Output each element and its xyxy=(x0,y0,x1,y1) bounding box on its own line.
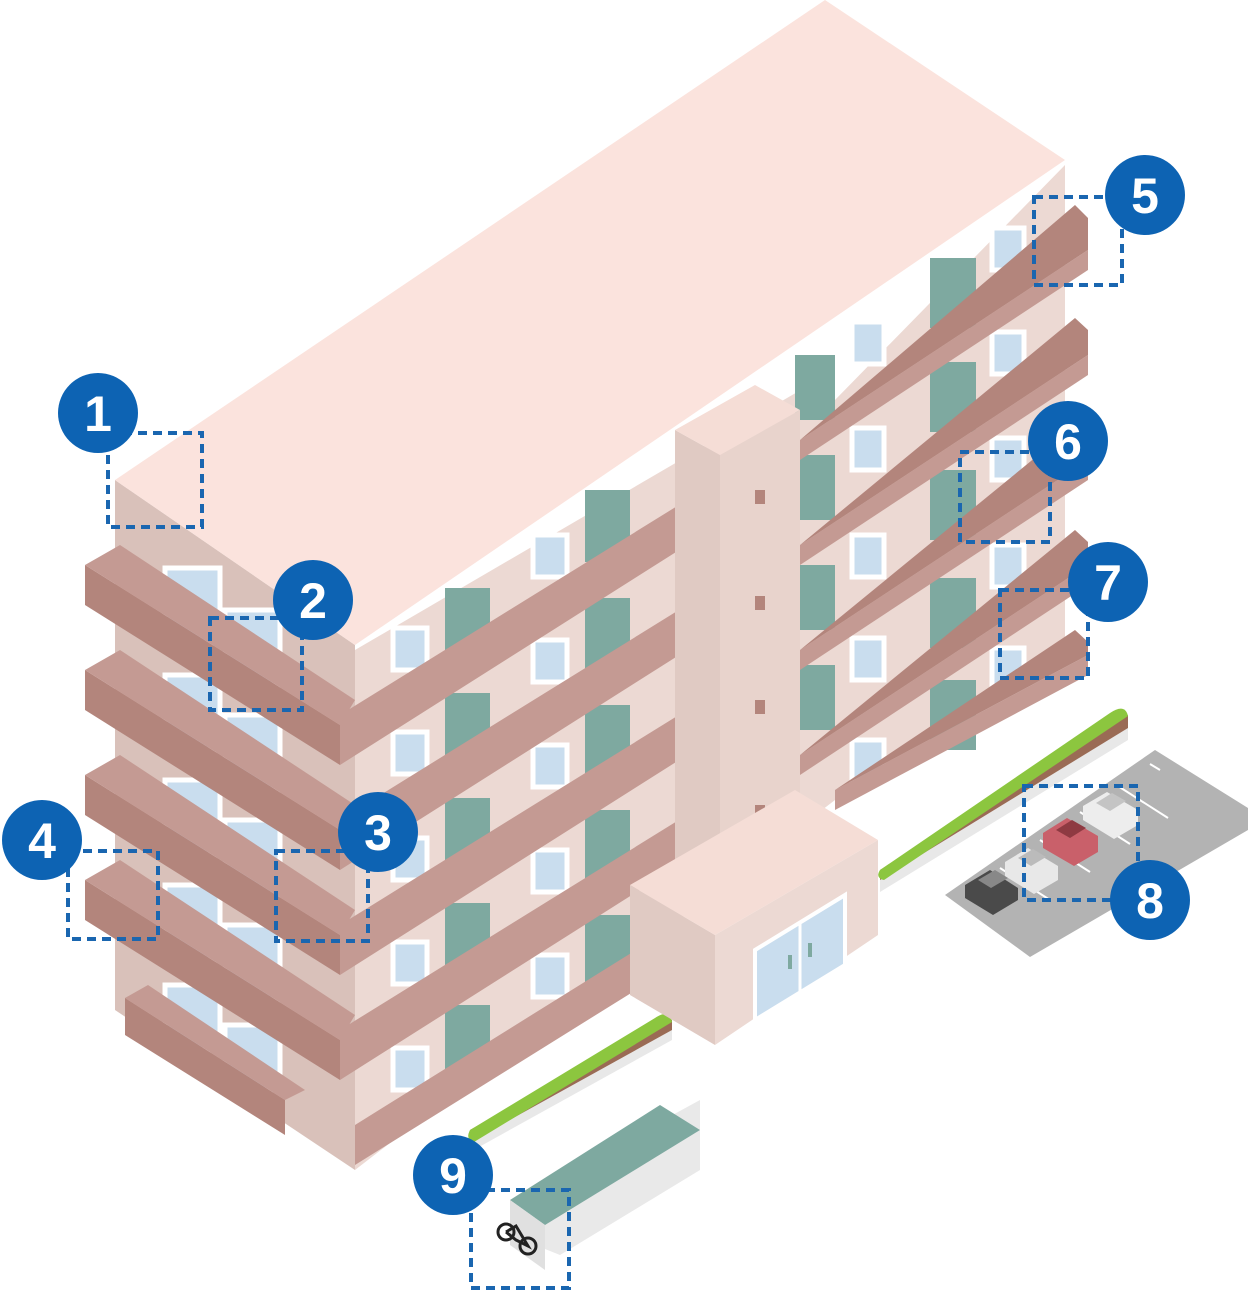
car-icon xyxy=(965,870,1018,915)
marker-1: 1 xyxy=(58,373,138,453)
marker-6: 6 xyxy=(1028,401,1108,481)
svg-text:7: 7 xyxy=(1094,555,1122,611)
left-end-balconies xyxy=(85,545,355,1135)
highlight-box-8 xyxy=(1022,784,1140,902)
svg-text:2: 2 xyxy=(299,573,327,629)
highlight-boxes xyxy=(66,195,1140,1290)
marker-4: 4 xyxy=(2,800,82,880)
marker-2: 2 xyxy=(273,560,353,640)
car-icon xyxy=(1083,792,1138,839)
apartment-building xyxy=(85,0,1088,1170)
stair-tower xyxy=(675,385,800,885)
svg-text:8: 8 xyxy=(1136,873,1164,929)
hedge-right xyxy=(878,708,1128,892)
front-facade xyxy=(340,490,695,1165)
svg-text:3: 3 xyxy=(364,805,392,861)
entrance xyxy=(630,790,878,1045)
highlight-box-4 xyxy=(66,849,160,941)
svg-text:4: 4 xyxy=(28,813,56,869)
bicycle-shed xyxy=(496,1100,700,1270)
right-side-facade xyxy=(795,205,1088,810)
hedge-left xyxy=(468,1013,672,1152)
parking-lot xyxy=(945,750,1248,957)
marker-8: 8 xyxy=(1110,860,1190,940)
bicycle-icon xyxy=(496,1222,538,1256)
highlight-box-9 xyxy=(469,1188,571,1290)
svg-text:9: 9 xyxy=(439,1148,467,1204)
highlight-box-5 xyxy=(1032,195,1124,287)
marker-5: 5 xyxy=(1105,155,1185,235)
highlight-box-6 xyxy=(958,450,1052,544)
svg-text:6: 6 xyxy=(1054,414,1082,470)
svg-text:1: 1 xyxy=(84,386,112,442)
highlight-box-1 xyxy=(106,431,204,529)
highlight-box-3 xyxy=(274,849,370,943)
car-icon xyxy=(1043,818,1098,866)
marker-3: 3 xyxy=(338,792,418,872)
markers: 1 2 3 4 5 6 7 8 xyxy=(2,155,1190,1215)
marker-9: 9 xyxy=(413,1135,493,1215)
marker-7: 7 xyxy=(1068,542,1148,622)
svg-text:5: 5 xyxy=(1131,168,1159,224)
highlight-box-2 xyxy=(208,616,304,712)
highlight-box-7 xyxy=(998,588,1090,680)
